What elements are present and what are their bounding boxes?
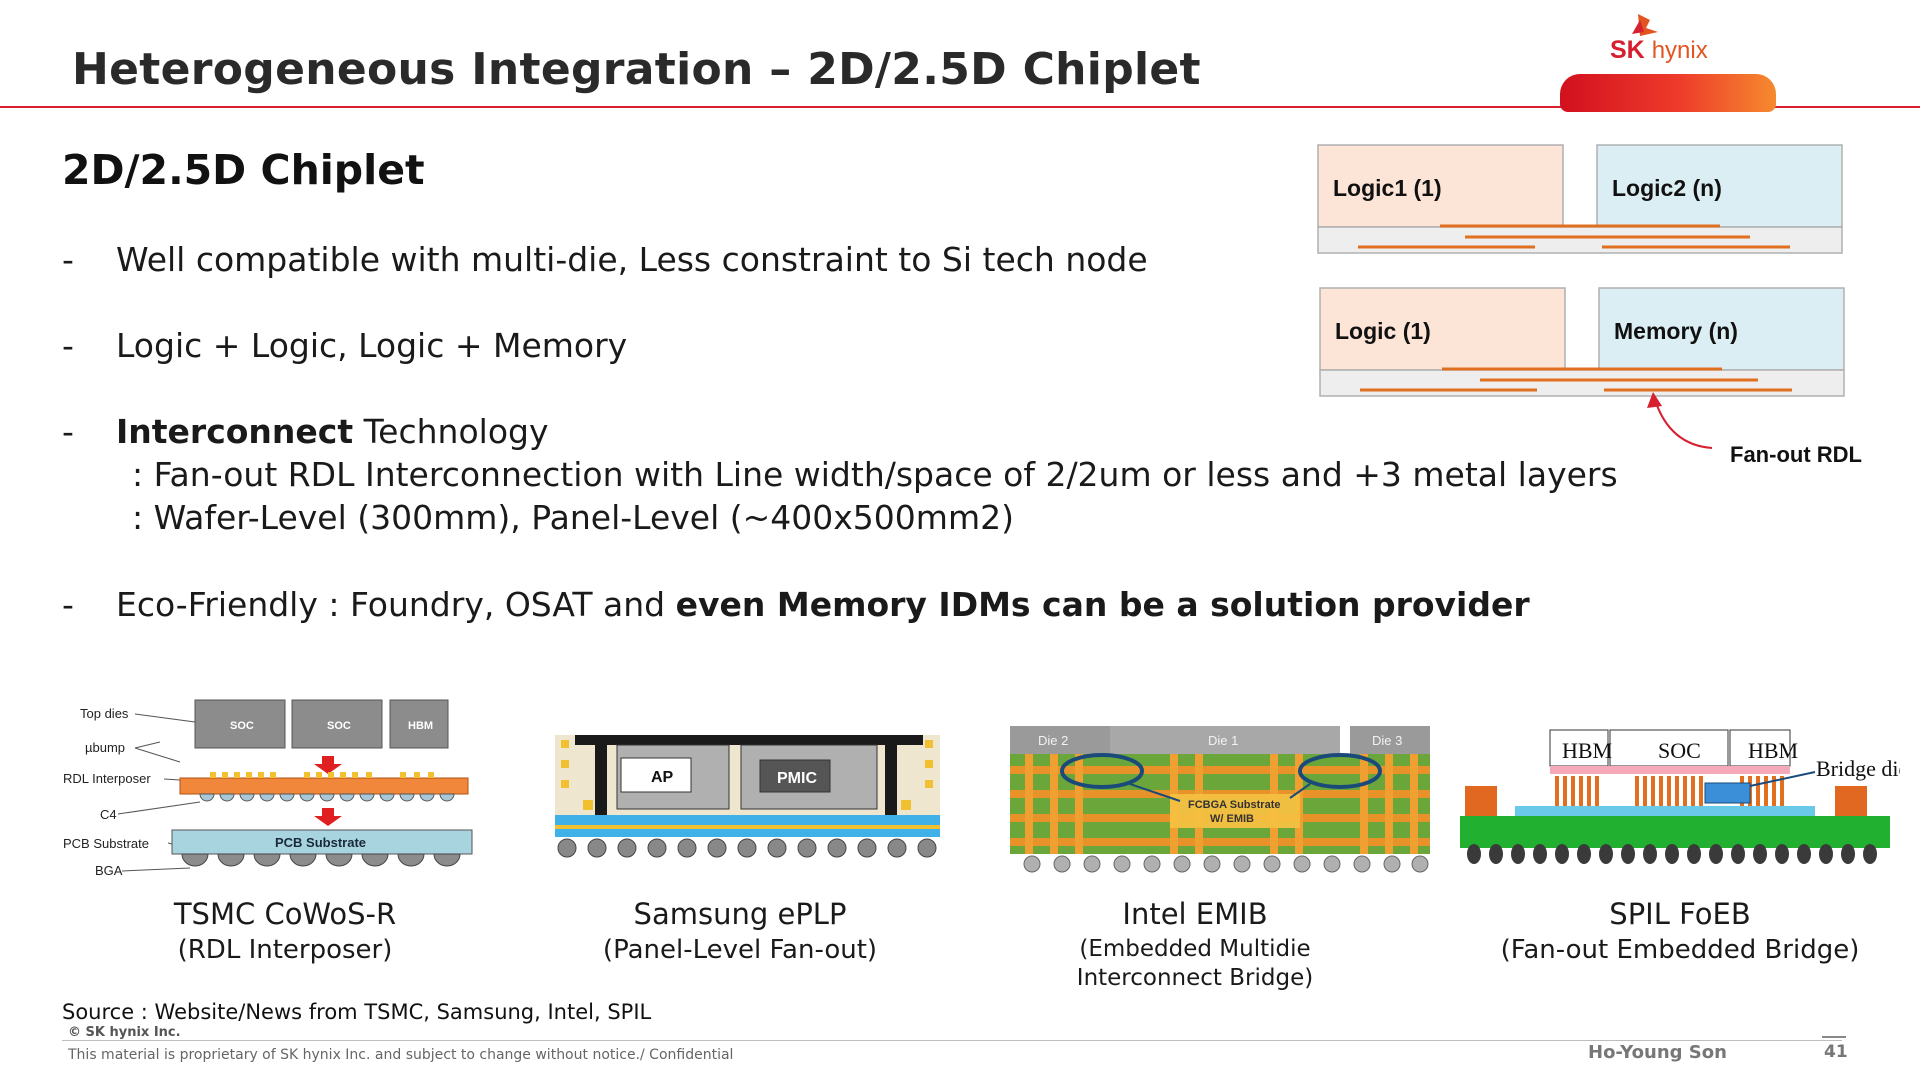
svg-text:FCBGA Substrate: FCBGA Substrate	[1188, 799, 1281, 811]
tsmc-caption: TSMC CoWoS-R (RDL Interposer)	[105, 897, 465, 965]
confidential-notice: This material is proprietary of SK hynix…	[68, 1047, 734, 1063]
bullet-dash: -	[62, 326, 74, 365]
package-name: Samsung ePLP	[633, 897, 847, 931]
footer-divider	[62, 1040, 1842, 1041]
logic-block	[1319, 287, 1566, 371]
svg-text:SOC: SOC	[230, 720, 254, 732]
page-number: 41	[1824, 1042, 1848, 1062]
chiplet-block-diagram: Logic1 (1) Logic2 (n) Logic (1) Memory (…	[1317, 144, 1862, 467]
bullet-text: Eco-Friendly : Foundry, OSAT and	[116, 585, 676, 624]
tsmc-cowos-r-diagram: Top dies µbump RDL Interposer C4 PCB Sub…	[63, 699, 473, 878]
svg-text:Die 1: Die 1	[1208, 733, 1238, 748]
svg-text:Bridge die: Bridge die	[1816, 756, 1900, 781]
svg-text:Die 3: Die 3	[1372, 733, 1402, 748]
svg-text:BGA: BGA	[95, 863, 123, 878]
source-note: Source : Website/News from TSMC, Samsung…	[62, 1000, 652, 1024]
brand-tab	[1560, 74, 1776, 112]
page-number-rule	[1822, 1036, 1846, 1038]
section-subtitle: 2D/2.5D Chiplet	[62, 146, 425, 194]
brand-logo-text: SK hynix	[1610, 36, 1708, 65]
svg-text:HBM: HBM	[408, 720, 433, 732]
brand-sk: SK	[1610, 36, 1645, 64]
svg-text:RDL Interposer: RDL Interposer	[63, 771, 151, 786]
package-name: Intel EMIB	[1122, 897, 1268, 931]
bullet-4: - Eco-Friendly : Foundry, OSAT and even M…	[62, 585, 1530, 624]
bullet-text: Logic + Logic, Logic + Memory	[116, 326, 628, 365]
package-subtitle-line-1: (Embedded Multidie	[1079, 936, 1311, 962]
samsung-caption: Samsung ePLP (Panel-Level Fan-out)	[560, 897, 920, 965]
svg-text:PMIC: PMIC	[777, 770, 817, 787]
sub-line-1: : Fan-out RDL Interconnection with Line …	[132, 455, 1618, 494]
memory-block	[1598, 287, 1845, 371]
rdl-layer-top	[1317, 226, 1843, 254]
svg-text:PCB Substrate: PCB Substrate	[63, 836, 149, 851]
package-name: SPIL FoEB	[1609, 897, 1751, 931]
bullet-2: - Logic + Logic, Logic + Memory	[62, 326, 627, 365]
logic1-label: Logic1 (1)	[1333, 175, 1442, 201]
svg-text:W/ EMIB: W/ EMIB	[1210, 813, 1254, 825]
bullet-dash: -	[62, 585, 74, 624]
svg-text:C4: C4	[100, 807, 117, 822]
sub-line-2: : Wafer-Level (300mm), Panel-Level (~400…	[132, 498, 1014, 537]
svg-text:HBM: HBM	[1748, 738, 1798, 763]
copyright: © SK hynix Inc.	[68, 1025, 181, 1040]
svg-text:AP: AP	[651, 769, 674, 786]
bullet-1: - Well compatible with multi-die, Less co…	[62, 240, 1148, 279]
svg-text:µbump: µbump	[85, 740, 125, 755]
bullet-dash: -	[62, 240, 74, 279]
package-subtitle: (Fan-out Embedded Bridge)	[1500, 935, 1860, 965]
sk-hynix-logo-icon	[1632, 14, 1658, 36]
svg-text:PCB Substrate: PCB Substrate	[275, 835, 366, 850]
svg-text:SOC: SOC	[1658, 738, 1701, 763]
logic2-block	[1596, 144, 1843, 228]
intel-caption: Intel EMIB (Embedded Multidie Interconne…	[1040, 897, 1350, 993]
memory-label: Memory (n)	[1614, 318, 1738, 344]
intel-emib-diagram: Die 2 Die 1 Die 3 FCBGA Substrate W/ EMI…	[1010, 726, 1430, 873]
page-title: Heterogeneous Integration – 2D/2.5D Chip…	[72, 44, 1201, 95]
package-subtitle-line-2: Interconnect Bridge)	[1076, 965, 1314, 991]
fan-out-rdl-callout: Fan-out RDL	[1730, 442, 1862, 467]
package-subtitle: (Panel-Level Fan-out)	[602, 935, 878, 965]
svg-text:Die 2: Die 2	[1038, 733, 1068, 748]
package-name: TSMC CoWoS-R	[173, 897, 397, 931]
spil-foeb-diagram: HBM SOC HBM Bridge die	[1460, 729, 1900, 864]
svg-text:HBM: HBM	[1562, 738, 1612, 763]
logic1-block	[1317, 144, 1564, 228]
bullet-dash: -	[62, 412, 74, 451]
samsung-eplp-diagram: AP PMIC	[555, 735, 940, 858]
logic-label: Logic (1)	[1335, 318, 1431, 344]
svg-text:SOC: SOC	[327, 720, 351, 732]
rdl-layer-bottom	[1319, 369, 1845, 397]
bullet-bold: even Memory IDMs can be a solution provi…	[675, 585, 1530, 624]
spil-caption: SPIL FoEB (Fan-out Embedded Bridge)	[1500, 897, 1860, 965]
logic2-label: Logic2 (n)	[1612, 175, 1722, 201]
header-divider	[0, 106, 1920, 108]
bullet-bold: Interconnect	[116, 412, 354, 451]
svg-text:Top dies: Top dies	[80, 706, 129, 721]
bullet-text: Well compatible with multi-die, Less con…	[116, 240, 1148, 279]
package-subtitle: (RDL Interposer)	[177, 935, 393, 965]
brand-hynix: hynix	[1651, 37, 1708, 64]
author-name: Ho-Young Son	[1588, 1042, 1727, 1063]
bullet-3: - Interconnect Technology	[62, 412, 548, 451]
bullet-text: Technology	[353, 412, 549, 451]
